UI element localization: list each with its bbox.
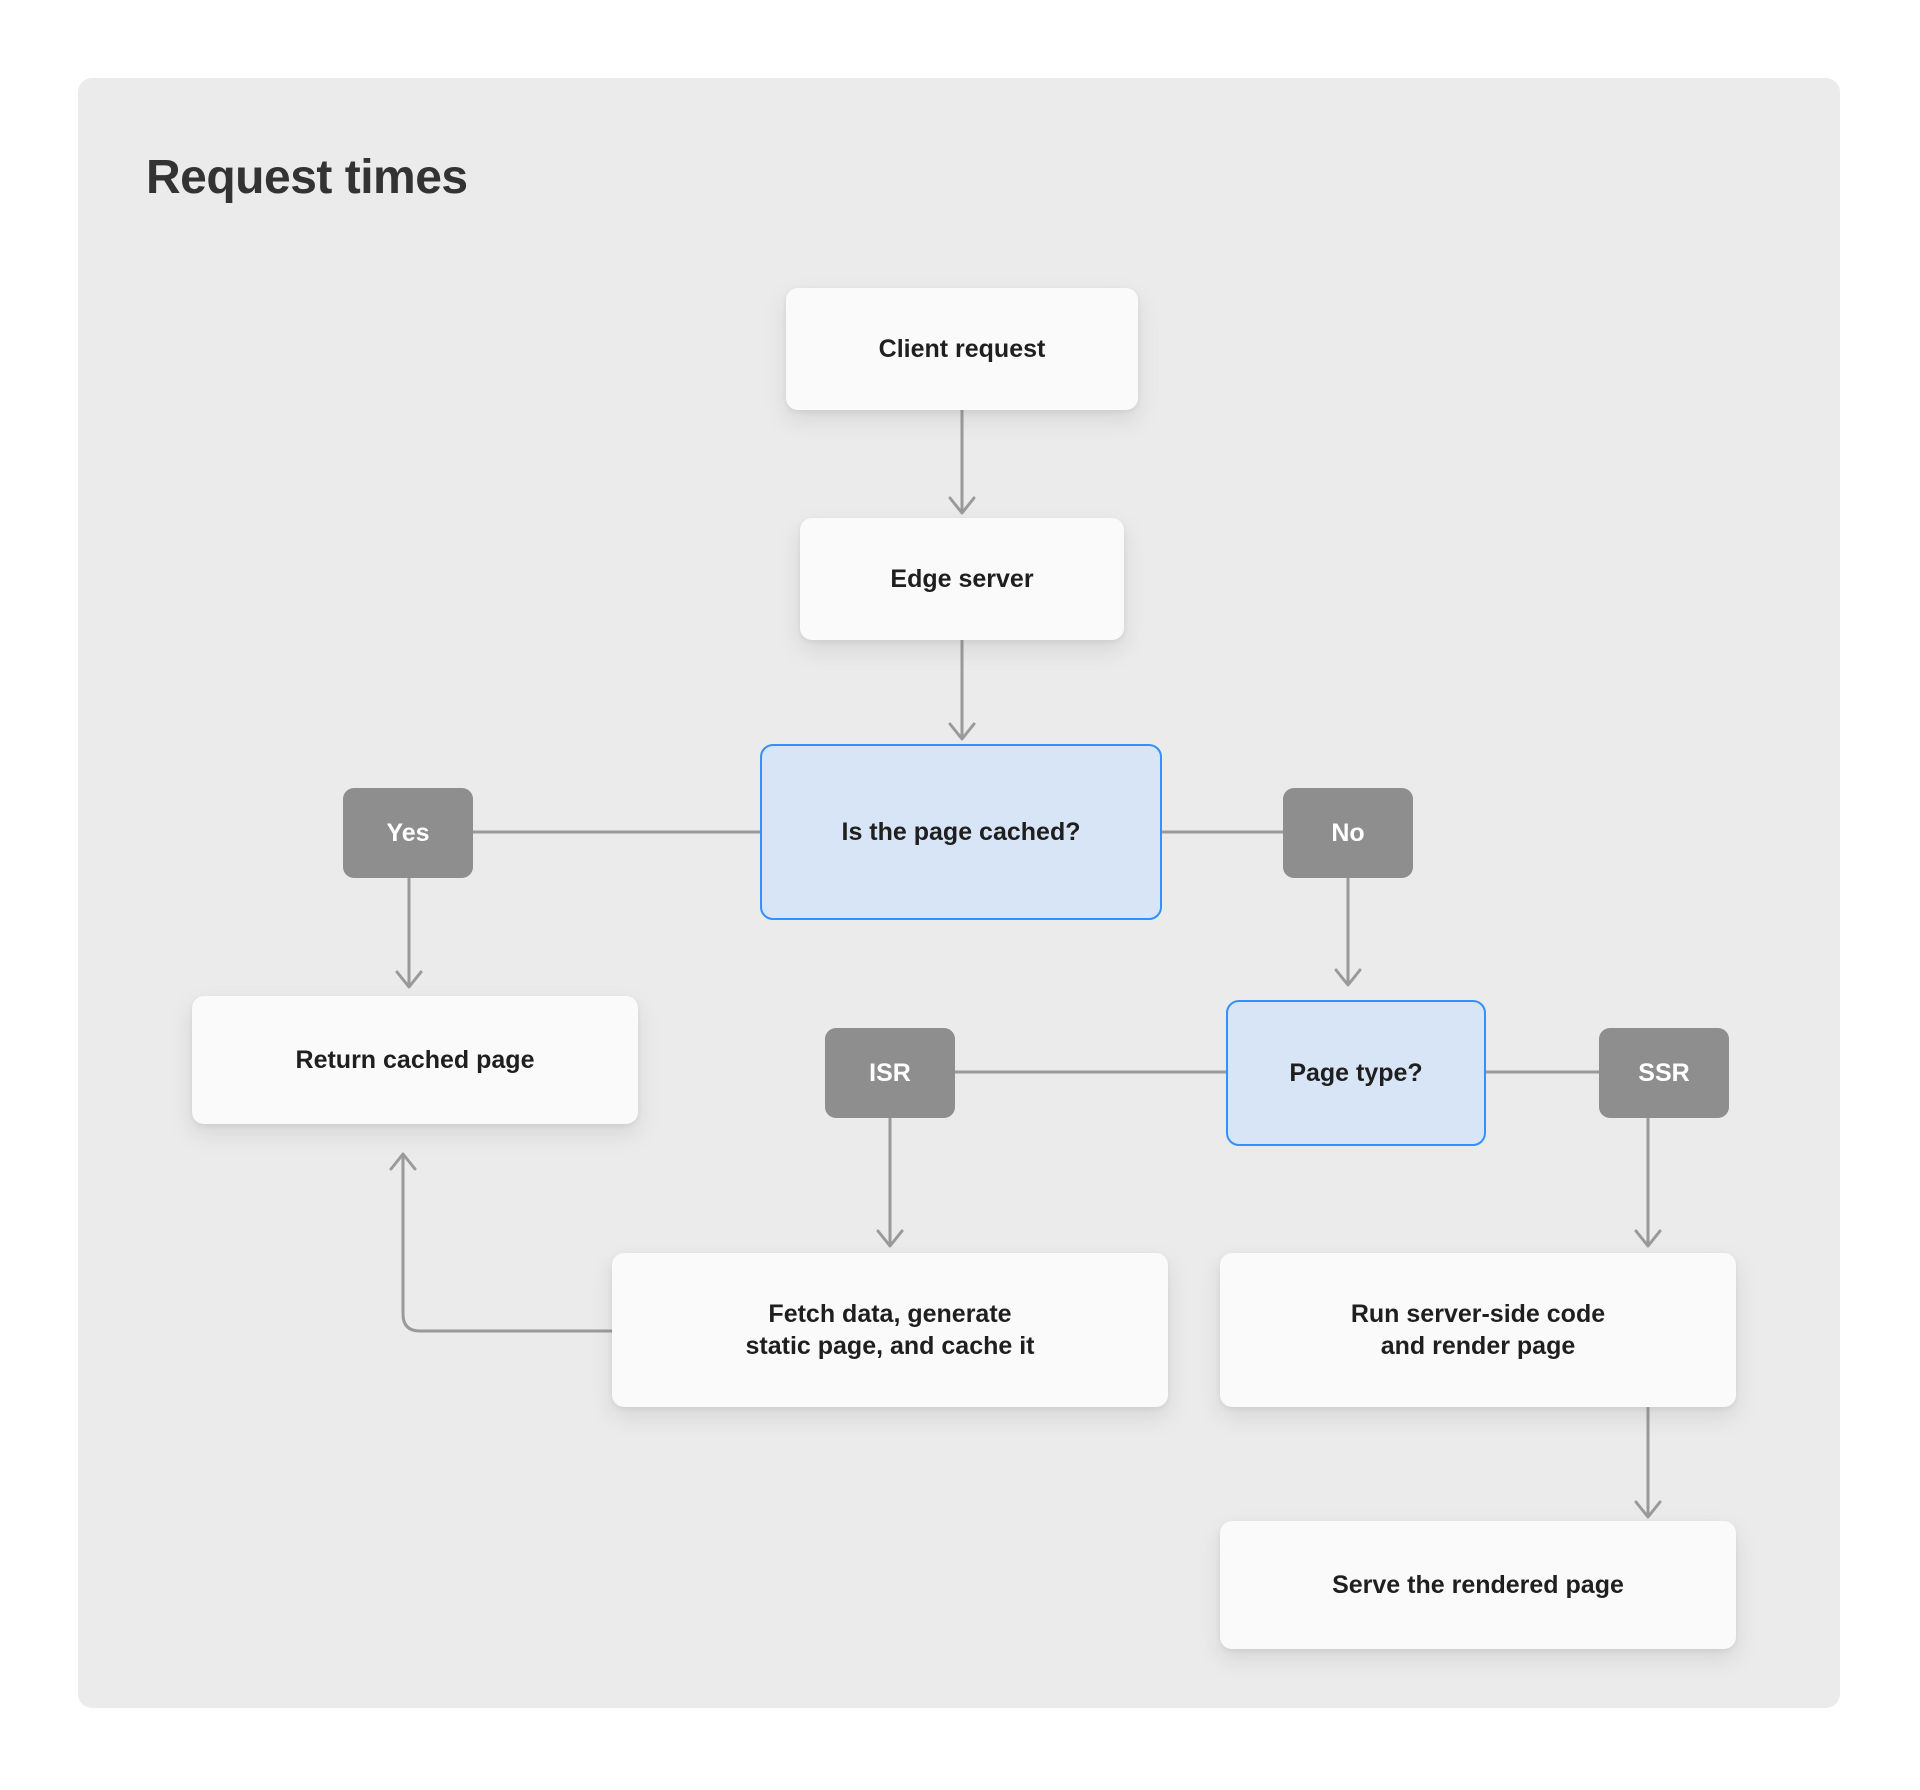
node-label: Edge server xyxy=(890,565,1034,593)
chip-yes[interactable]: Yes xyxy=(343,788,473,878)
chip-label: ISR xyxy=(869,1059,911,1087)
node-page-type[interactable]: Page type? xyxy=(1226,1000,1486,1146)
node-label-line-1: Fetch data, generate xyxy=(768,1300,1012,1328)
node-client-request[interactable]: Client request xyxy=(786,288,1138,410)
node-is-page-cached[interactable]: Is the page cached? xyxy=(760,744,1162,920)
node-fetch-generate[interactable]: Fetch data, generate static page, and ca… xyxy=(612,1253,1168,1407)
chip-ssr[interactable]: SSR xyxy=(1599,1028,1729,1118)
chip-label: No xyxy=(1331,819,1365,847)
node-run-server-code[interactable]: Run server-side code and render page xyxy=(1220,1253,1736,1407)
node-return-cached-page[interactable]: Return cached page xyxy=(192,996,638,1124)
chip-no[interactable]: No xyxy=(1283,788,1413,878)
node-label-line-2: and render page xyxy=(1380,1332,1576,1360)
node-edge-server[interactable]: Edge server xyxy=(800,518,1124,640)
node-label-line-2: static page, and cache it xyxy=(745,1332,1035,1360)
node-label-line-1: Run server-side code xyxy=(1350,1300,1606,1328)
chip-label: SSR xyxy=(1638,1059,1690,1087)
node-label: Is the page cached? xyxy=(841,818,1081,846)
node-label: Client request xyxy=(878,335,1046,363)
node-serve-rendered-page[interactable]: Serve the rendered page xyxy=(1220,1521,1736,1649)
node-label: Page type? xyxy=(1289,1059,1423,1087)
chip-label: Yes xyxy=(386,819,430,847)
node-label: Serve the rendered page xyxy=(1332,1571,1624,1599)
page-title: Request times xyxy=(146,151,468,204)
node-label: Return cached page xyxy=(295,1046,535,1074)
chip-isr[interactable]: ISR xyxy=(825,1028,955,1118)
